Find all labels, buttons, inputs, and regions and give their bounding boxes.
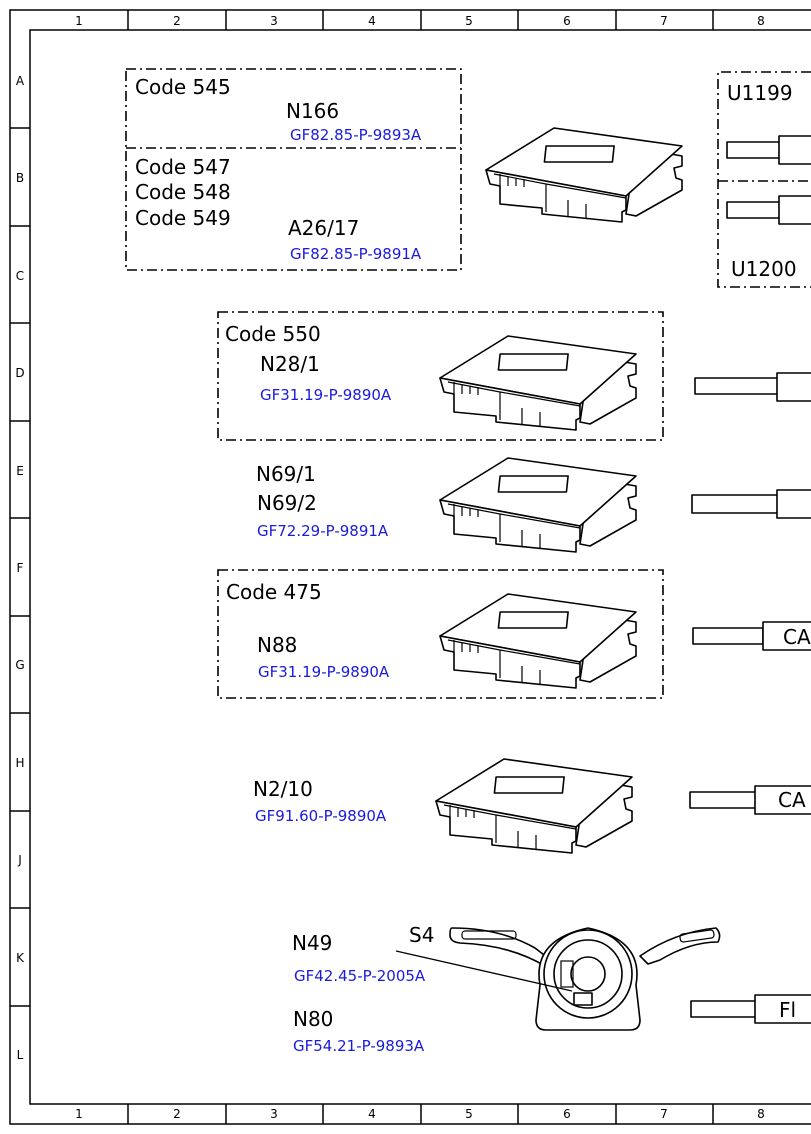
- row-label-g: G: [15, 658, 24, 672]
- ref-link-n49[interactable]: GF42.45-P-2005A: [294, 967, 426, 985]
- row-label-j: J: [17, 853, 22, 867]
- ref-link-n88[interactable]: GF31.19-P-9890A: [258, 663, 390, 681]
- control-unit-n69-icon: [439, 457, 637, 553]
- group-label-code-475: Code 475: [226, 580, 322, 604]
- group-label-code-549: Code 549: [135, 206, 231, 230]
- connector-group-u1199-u1200: U1199 U1200: [717, 71, 811, 288]
- col-label-4: 4: [368, 14, 376, 28]
- group-label-code-545: Code 545: [135, 75, 231, 99]
- row-label-a: A: [16, 74, 25, 88]
- col-label-2-bottom: 2: [173, 1107, 181, 1121]
- connector-label-ca-1: CA: [783, 625, 811, 649]
- group-code-545-549: Code 545 Code 547 Code 548 Code 549: [125, 68, 462, 271]
- group-label-code-550: Code 550: [225, 322, 321, 346]
- ref-link-n166[interactable]: GF82.85-P-9893A: [290, 126, 422, 144]
- column-ruler-top: 1 2 3 4 5 6 7 8: [75, 10, 765, 30]
- row-label-h: H: [15, 756, 24, 770]
- row-label-l: L: [17, 1048, 24, 1062]
- row-label-c: C: [16, 269, 24, 283]
- group-code-550: Code 550: [217, 311, 664, 441]
- ref-link-n2-10[interactable]: GF91.60-P-9890A: [255, 807, 387, 825]
- connector-label-u1199: U1199: [727, 81, 793, 105]
- ref-link-a26-17[interactable]: GF82.85-P-9891A: [290, 245, 422, 263]
- ref-link-n28-1[interactable]: GF31.19-P-9890A: [260, 386, 392, 404]
- col-label-8: 8: [757, 14, 765, 28]
- control-unit-n166-a26-17-icon: [485, 127, 683, 223]
- control-unit-n28-1-icon: [439, 335, 637, 431]
- column-ruler-bottom: 1 2 3 4 5 6 7 8: [75, 1104, 765, 1124]
- col-label-4-bottom: 4: [368, 1107, 376, 1121]
- component-label-n88: N88: [257, 633, 297, 657]
- col-label-3: 3: [270, 14, 278, 28]
- row-ruler-left: A B C D E F G H J K L: [10, 74, 30, 1062]
- connector-label-u1200: U1200: [731, 257, 797, 281]
- component-label-n49: N49: [292, 931, 332, 955]
- col-label-6-bottom: 6: [563, 1107, 571, 1121]
- col-label-8-bottom: 8: [757, 1107, 765, 1121]
- connector-label-ca-2: CA: [778, 788, 806, 812]
- steering-column-switch-icon: [449, 927, 721, 1031]
- control-unit-n2-10-icon: [435, 758, 633, 854]
- connector-n69: [691, 489, 811, 519]
- row-label-d: D: [15, 366, 24, 380]
- group-label-code-547: Code 547: [135, 155, 231, 179]
- group-code-475: Code 475: [217, 569, 664, 699]
- component-label-n28-1: N28/1: [260, 352, 320, 376]
- connector-label-fl: Fl: [779, 998, 796, 1022]
- connector-n88: CA: [692, 621, 811, 651]
- col-label-7-bottom: 7: [660, 1107, 668, 1121]
- component-label-n2-10: N2/10: [253, 777, 313, 801]
- col-label-1: 1: [75, 14, 83, 28]
- connector-n2-10: CA: [689, 785, 811, 815]
- connector-n49-n80: Fl: [690, 994, 811, 1024]
- row-label-k: K: [16, 951, 25, 965]
- connector-n28-1: [694, 372, 811, 402]
- col-label-3-bottom: 3: [270, 1107, 278, 1121]
- col-label-1-bottom: 1: [75, 1107, 83, 1121]
- col-label-7: 7: [660, 14, 668, 28]
- group-label-code-548: Code 548: [135, 180, 231, 204]
- component-label-n69-2: N69/2: [257, 491, 317, 515]
- component-label-n69-1: N69/1: [256, 462, 316, 486]
- row-label-b: B: [16, 171, 24, 185]
- ref-link-n69[interactable]: GF72.29-P-9891A: [257, 522, 389, 540]
- control-unit-n88-icon: [439, 593, 637, 689]
- col-label-5-bottom: 5: [465, 1107, 473, 1121]
- leader-line-n49: [395, 950, 573, 992]
- component-label-n80: N80: [293, 1007, 333, 1031]
- col-label-2: 2: [173, 14, 181, 28]
- row-label-f: F: [17, 561, 24, 575]
- component-label-n166: N166: [286, 99, 339, 123]
- row-label-e: E: [16, 464, 24, 478]
- component-label-a26-17: A26/17: [288, 216, 359, 240]
- component-label-s4: S4: [409, 923, 434, 947]
- ref-link-n80[interactable]: GF54.21-P-9893A: [293, 1037, 425, 1055]
- col-label-6: 6: [563, 14, 571, 28]
- col-label-5: 5: [465, 14, 473, 28]
